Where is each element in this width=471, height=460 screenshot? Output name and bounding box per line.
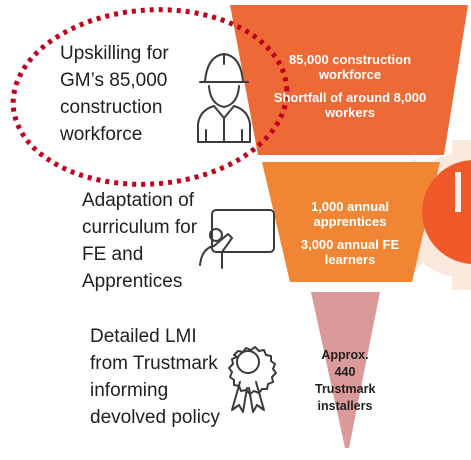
funnel-label: Shortfall of around 8,000 workers bbox=[273, 90, 427, 120]
left-item-lmi: Detailed LMI from Trustmark informing de… bbox=[90, 323, 220, 431]
left-item-line: informing bbox=[90, 380, 169, 401]
left-item-line: Adaptation of bbox=[82, 190, 194, 211]
funnel-tier-2-text: 1,000 annual apprentices 3,000 annual FE… bbox=[292, 199, 408, 267]
left-item-upskilling: Upskilling for GM’s 85,000 construction … bbox=[60, 40, 169, 148]
left-item-line: GM’s 85,000 bbox=[60, 70, 168, 91]
highlight-ring bbox=[10, 7, 290, 187]
left-item-line: Apprentices bbox=[82, 271, 183, 292]
funnel-tier-3 bbox=[311, 292, 380, 448]
funnel-label: 3,000 annual FE learners bbox=[300, 237, 400, 267]
funnel-tier-2 bbox=[262, 162, 440, 282]
left-item-line: devolved policy bbox=[90, 407, 220, 428]
funnel-label: Approx. 440 Trustmark installers bbox=[315, 348, 376, 413]
teacher-whiteboard-icon bbox=[199, 209, 275, 269]
left-item-line: curriculum for bbox=[82, 217, 198, 238]
left-item-line: construction bbox=[60, 97, 163, 118]
construction-worker-icon bbox=[197, 53, 251, 143]
left-item-line: Detailed LMI bbox=[90, 326, 197, 347]
orange-badge bbox=[422, 160, 471, 264]
award-rosette-icon bbox=[228, 346, 277, 413]
left-item-curriculum: Adaptation of curriculum for FE and Appr… bbox=[82, 187, 197, 295]
left-item-line: from Trustmark bbox=[90, 353, 218, 374]
left-item-line: Upskilling for bbox=[60, 43, 169, 64]
funnel-tier-1-text: 85,000 construction workforce Shortfall … bbox=[270, 52, 430, 120]
left-item-line: FE and bbox=[82, 244, 144, 265]
funnel-label: 1,000 annual apprentices bbox=[310, 199, 390, 229]
funnel-tier-3-text: Approx. 440 Trustmark installers bbox=[315, 347, 375, 415]
funnel-tier-1 bbox=[230, 5, 468, 155]
left-item-line: workforce bbox=[60, 124, 143, 145]
funnel-label: 85,000 construction workforce bbox=[288, 52, 412, 82]
